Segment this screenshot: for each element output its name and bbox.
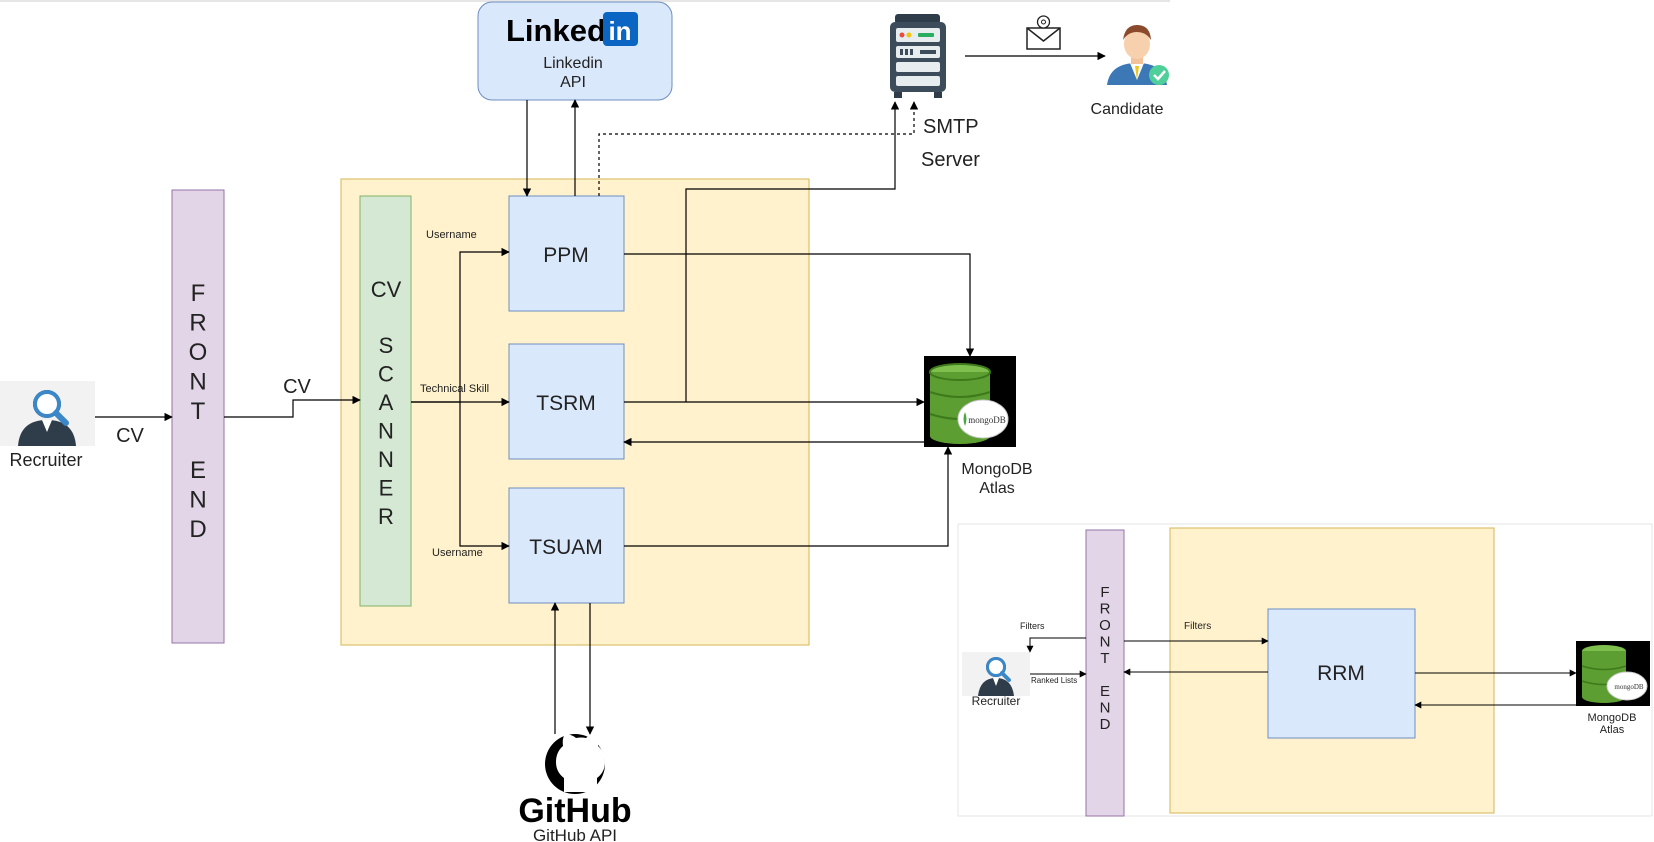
linkedin-logo-icon bbox=[603, 12, 638, 46]
tsuam-module: TSUAM bbox=[508, 487, 625, 604]
front-end-sub-letter: N bbox=[1100, 634, 1111, 651]
linkedin-logo-word: Linked bbox=[506, 13, 606, 48]
front-end-main-letter: F bbox=[191, 280, 206, 307]
cv-scanner-letter: C bbox=[378, 362, 394, 387]
edge-ppm-mongodb bbox=[624, 253, 975, 357]
smtp-label-2: Server bbox=[921, 149, 980, 171]
candidate-label: Candidate bbox=[1091, 101, 1164, 118]
front-end-main-letter: T bbox=[191, 398, 206, 425]
server-icon bbox=[890, 14, 946, 98]
front-end-main-letter: N bbox=[189, 487, 206, 514]
mongodb-logo-icon: mongoDB bbox=[924, 356, 1016, 447]
edge-label-cv-right: CV bbox=[283, 376, 311, 398]
front-end-sub-letter: T bbox=[1100, 650, 1109, 667]
svg-text:in: in bbox=[608, 16, 631, 46]
ppm-module: PPM bbox=[508, 195, 625, 312]
front-end-main-letter: O bbox=[189, 339, 208, 366]
recruiter-sub-avatar-icon bbox=[962, 652, 1030, 696]
candidate-avatar-icon bbox=[1107, 25, 1169, 85]
edge-label-username-top: Username bbox=[426, 229, 477, 241]
smtp-label-1: SMTP bbox=[923, 116, 979, 138]
mongodb-sub-label-1: MongoDB bbox=[1588, 712, 1637, 724]
edge-label-cv-left: CV bbox=[116, 425, 144, 447]
front-end-sub-letter: F bbox=[1100, 584, 1109, 601]
cv-scanner-letter: R bbox=[378, 504, 394, 529]
front-end-main-letter: D bbox=[189, 516, 206, 543]
recruiter-sub-label: Recruiter bbox=[972, 694, 1021, 708]
front-end-sub-letter: R bbox=[1100, 601, 1111, 618]
tsuam-label: TSUAM bbox=[529, 536, 603, 559]
github-logo-icon: GitHub bbox=[518, 734, 632, 830]
linkedin-label-2: API bbox=[560, 74, 586, 91]
github-api-label: GitHub API bbox=[533, 826, 617, 842]
front-end-main-letter: R bbox=[189, 310, 206, 337]
edge-tsuam-mongodb bbox=[624, 446, 953, 547]
rrm-module: RRM bbox=[1267, 608, 1416, 739]
linkedin-label-1: Linkedin bbox=[543, 55, 603, 72]
front-end-sub-letter: O bbox=[1099, 617, 1111, 634]
github-logo-text: GitHub bbox=[518, 792, 631, 830]
front-end-main-letter: N bbox=[189, 369, 206, 396]
cv-scanner-letter: N bbox=[378, 419, 394, 444]
linkedin-api: Linked in Linkedin API bbox=[477, 1, 673, 101]
front-end-sub-letter: D bbox=[1100, 716, 1111, 733]
ppm-label: PPM bbox=[543, 244, 589, 267]
cv-scanner-letter: E bbox=[379, 476, 394, 501]
edge-label-filters-left: Filters bbox=[1020, 621, 1045, 631]
main-connectors bbox=[95, 51, 1106, 735]
tsrm-label: TSRM bbox=[536, 392, 596, 415]
edge-label-ranked-lists: Ranked Lists bbox=[1031, 676, 1077, 685]
cv-scanner-letter: N bbox=[378, 447, 394, 472]
edge-scanner-tsuam bbox=[459, 402, 510, 551]
cv-scanner-title: CV bbox=[371, 277, 402, 302]
svg-text:mongoDB: mongoDB bbox=[1614, 683, 1644, 691]
recruiter-avatar-icon bbox=[0, 381, 95, 446]
edge-label-technical-skill: Technical Skill bbox=[420, 383, 489, 395]
front-end-sub-letter: N bbox=[1100, 700, 1111, 717]
mongodb-main-label-1: MongoDB bbox=[961, 461, 1032, 478]
edge-label-filters-right: Filters bbox=[1184, 621, 1211, 632]
email-icon bbox=[1026, 15, 1061, 50]
cv-scanner-letter: A bbox=[379, 390, 394, 415]
recruiter-main-label: Recruiter bbox=[9, 450, 82, 470]
rrm-label: RRM bbox=[1317, 662, 1365, 685]
mongodb-sub-logo-icon: mongoDB bbox=[1576, 641, 1650, 706]
front-end-main-letter: E bbox=[190, 457, 206, 484]
edge-label-username-bottom: Username bbox=[432, 547, 483, 559]
sub-connectors bbox=[1026, 637, 1577, 709]
tsrm-module: TSRM bbox=[508, 343, 625, 460]
edge-frontend-scanner bbox=[224, 395, 361, 418]
edge-sub-frontend-recruiter bbox=[1026, 637, 1086, 653]
front-end-sub-letter: E bbox=[1100, 683, 1110, 700]
mongodb-sub-label-2: Atlas bbox=[1600, 724, 1625, 736]
svg-text:mongoDB: mongoDB bbox=[968, 415, 1006, 425]
cv-scanner-letter: S bbox=[379, 333, 394, 358]
mongodb-main-label-2: Atlas bbox=[979, 480, 1015, 497]
edge-ppm-smtp-dashed bbox=[598, 101, 919, 196]
edge-tsrm-smtp bbox=[685, 101, 900, 402]
